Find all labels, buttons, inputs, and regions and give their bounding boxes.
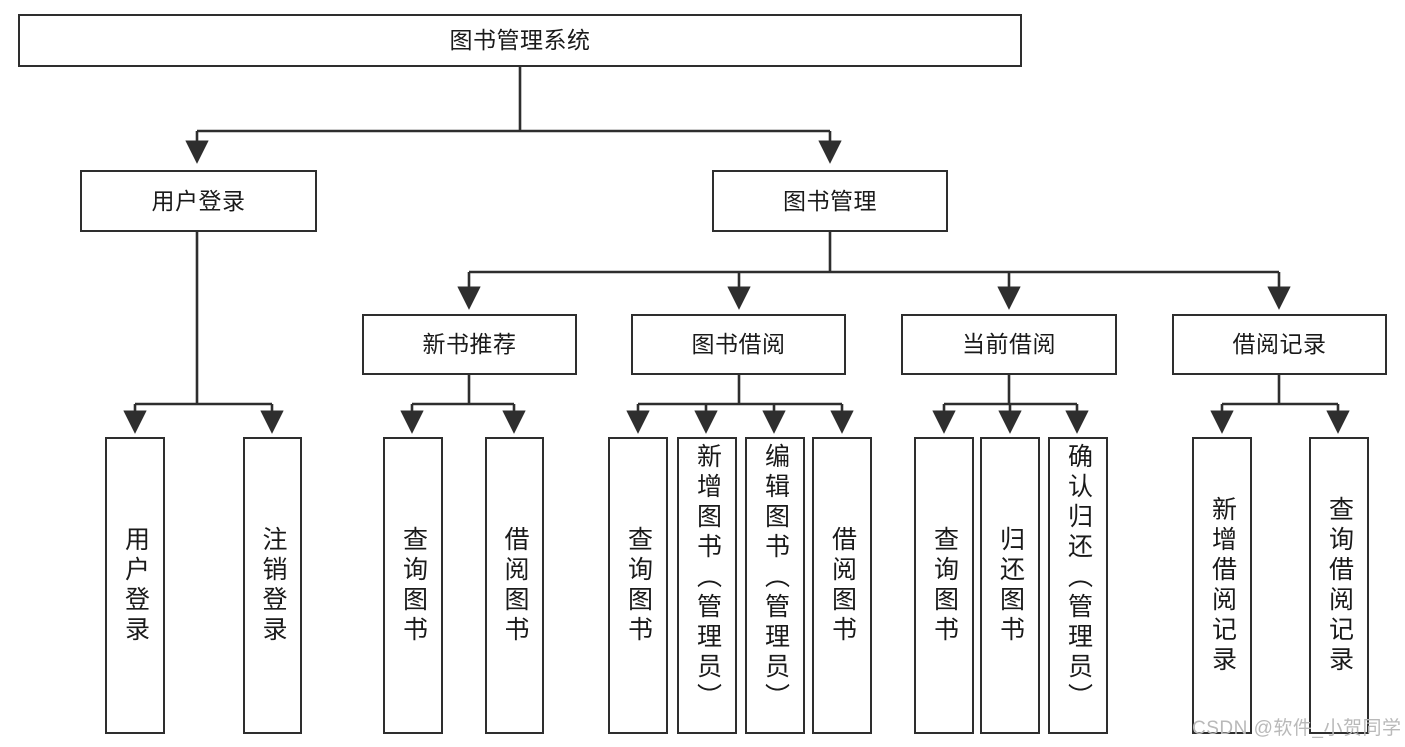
leaf-query-book-borrow[interactable]: 查询图书: [608, 437, 668, 734]
leaf-query-borrow-record[interactable]: 查询借阅记录: [1309, 437, 1369, 734]
leaf-borrow-book-recommend[interactable]: 借阅图书: [485, 437, 544, 734]
node-label: 新增图书（管理员）: [693, 443, 722, 713]
leaf-confirm-return-admin[interactable]: 确认归还（管理员）: [1048, 437, 1108, 734]
node-label: 归还图书: [996, 525, 1025, 646]
node-label: 借阅记录: [1232, 331, 1327, 358]
leaf-add-book-admin[interactable]: 新增图书（管理员）: [677, 437, 737, 734]
node-label: 借阅图书: [501, 525, 529, 646]
node-label: 新书推荐: [422, 331, 517, 358]
node-label: 用户登录: [151, 187, 246, 214]
node-current-borrow[interactable]: 当前借阅: [901, 314, 1117, 375]
node-label: 查询借阅记录: [1325, 495, 1354, 676]
node-label: 查询图书: [624, 525, 653, 646]
node-label: 查询图书: [399, 525, 428, 646]
leaf-logout-login[interactable]: 注销登录: [243, 437, 302, 734]
node-label: 当前借阅: [962, 331, 1056, 358]
node-label: 确认归还（管理员）: [1064, 443, 1093, 713]
node-root-book-management-system[interactable]: 图书管理系统: [18, 14, 1022, 67]
leaf-user-login[interactable]: 用户登录: [105, 437, 165, 734]
node-label: 查询图书: [930, 525, 959, 646]
node-borrow-record[interactable]: 借阅记录: [1172, 314, 1387, 375]
node-label: 编辑图书（管理员）: [761, 443, 790, 713]
node-label: 新增借阅记录: [1208, 495, 1237, 676]
leaf-edit-book-admin[interactable]: 编辑图书（管理员）: [745, 437, 805, 734]
node-label: 借阅图书: [828, 525, 857, 646]
csdn-watermark: CSDN @软件_小贺同学: [1192, 718, 1402, 739]
node-label: 注销登录: [259, 525, 287, 646]
node-label: 用户登录: [121, 525, 150, 646]
leaf-query-book-recommend[interactable]: 查询图书: [383, 437, 443, 734]
leaf-borrow-book[interactable]: 借阅图书: [812, 437, 872, 734]
leaf-query-book-current[interactable]: 查询图书: [914, 437, 974, 734]
node-user-login[interactable]: 用户登录: [80, 170, 317, 232]
node-book-management[interactable]: 图书管理: [712, 170, 948, 232]
node-book-borrow[interactable]: 图书借阅: [631, 314, 846, 375]
node-new-book-recommend[interactable]: 新书推荐: [362, 314, 577, 375]
node-label: 图书管理系统: [449, 27, 591, 54]
leaf-return-book[interactable]: 归还图书: [980, 437, 1040, 734]
node-label: 图书借阅: [691, 331, 786, 358]
node-label: 图书管理: [783, 187, 877, 214]
leaf-add-borrow-record[interactable]: 新增借阅记录: [1192, 437, 1252, 734]
